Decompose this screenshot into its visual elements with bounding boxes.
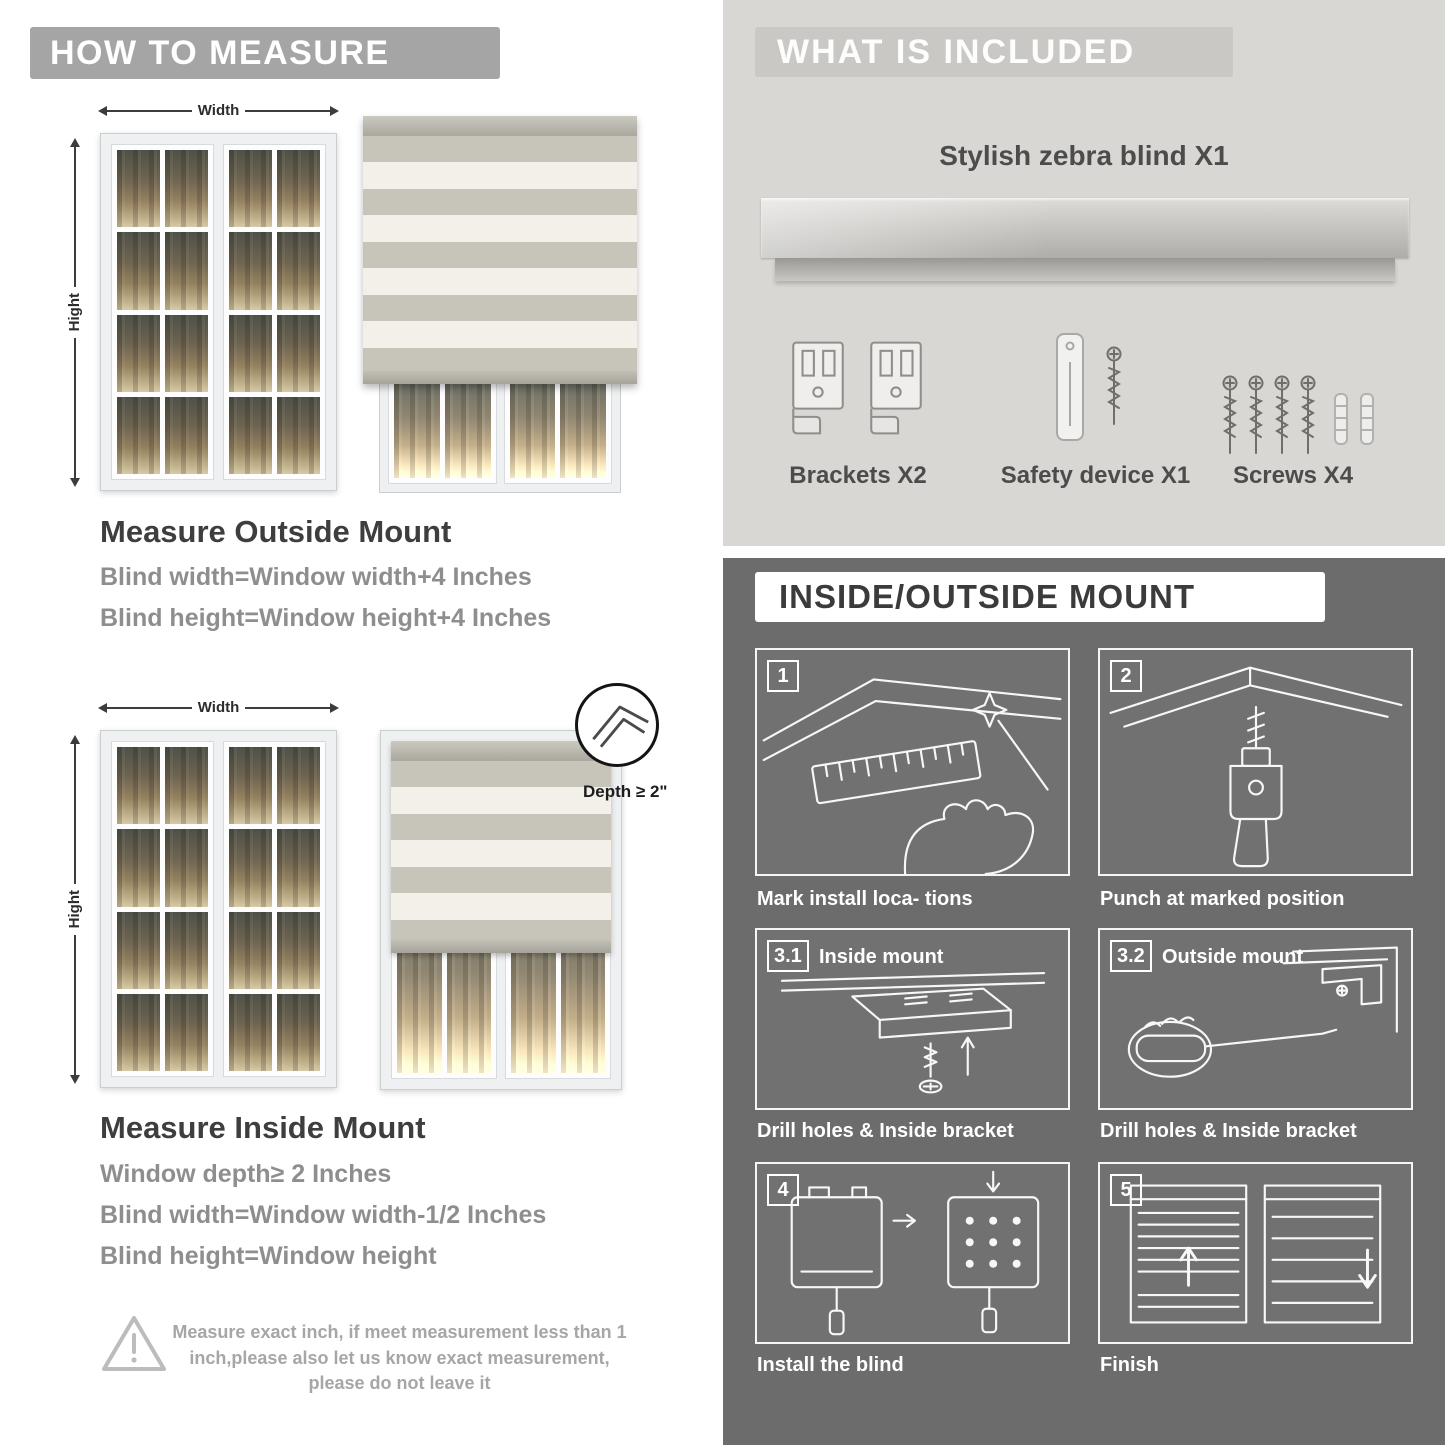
how-to-measure-header: HOW TO MEASURE bbox=[30, 27, 500, 79]
width-dimension-arrow: Width bbox=[98, 699, 339, 716]
blind-stripes bbox=[363, 136, 637, 371]
arrow-line bbox=[69, 137, 80, 288]
install-blind-illustration bbox=[790, 1170, 1040, 1336]
step-caption: Finish bbox=[1100, 1354, 1159, 1376]
warning-icon bbox=[102, 1316, 166, 1371]
zebra-blind bbox=[391, 741, 611, 953]
step-caption: Install the blind bbox=[757, 1354, 904, 1376]
inside-mount-rule: Blind width=Window width-1/2 Inches bbox=[100, 1201, 547, 1229]
step-number-badge: 5 bbox=[1110, 1174, 1142, 1206]
screw-icon bbox=[1106, 346, 1122, 425]
window-illustration bbox=[100, 133, 337, 491]
width-label: Width bbox=[197, 699, 240, 716]
screws-label: Screws X4 bbox=[1232, 462, 1354, 489]
inside-mount-title: Measure Inside Mount bbox=[100, 1110, 426, 1145]
window-illustration bbox=[100, 730, 337, 1088]
bracket-icon bbox=[792, 341, 844, 435]
arrow-line bbox=[69, 337, 80, 488]
step-panel-5: 5 bbox=[1098, 1162, 1413, 1344]
step-panel-3-1: 3.1 Inside mount bbox=[755, 928, 1070, 1110]
blind-cassette bbox=[363, 116, 637, 136]
height-dimension-arrow: Hight bbox=[66, 734, 83, 1085]
wall-anchor-icon bbox=[1334, 393, 1348, 445]
what-is-included-section: WHAT IS INCLUDED Stylish zebra blind X1 bbox=[723, 0, 1445, 546]
wall-anchor-icon bbox=[1360, 393, 1374, 445]
step-number-badge: 3.1 bbox=[767, 940, 809, 972]
inside-bracket-illustration bbox=[780, 971, 1046, 1094]
step-caption: Drill holes & Inside bracket bbox=[1100, 1120, 1357, 1142]
arrow-line bbox=[245, 105, 339, 116]
screw-icon bbox=[1274, 375, 1290, 454]
what-is-included-header: WHAT IS INCLUDED bbox=[755, 27, 1233, 77]
blind-bottom-rail bbox=[363, 371, 637, 384]
step-panel-2: 2 bbox=[1098, 648, 1413, 876]
step-panel-3-2: 3.2 Outside mount bbox=[1098, 928, 1413, 1110]
height-dimension-arrow: Hight bbox=[66, 137, 83, 488]
safety-device-icon bbox=[1056, 333, 1084, 441]
screw-icon bbox=[1248, 375, 1264, 454]
warning-text: Measure exact inch, if meet measurement … bbox=[172, 1322, 627, 1394]
inside-outside-mount-section: INSIDE/OUTSIDE MOUNT 1 Mark install loc bbox=[723, 558, 1445, 1445]
outside-mount-title: Measure Outside Mount bbox=[100, 514, 452, 549]
finish-blinds-illustration bbox=[1129, 1184, 1382, 1324]
product-label: Stylish zebra blind X1 bbox=[939, 140, 1229, 171]
window-sash bbox=[223, 741, 326, 1077]
bracket-icon bbox=[870, 341, 922, 435]
inside-mount-rule: Window depth≥ 2 Inches bbox=[100, 1160, 392, 1188]
zebra-blind bbox=[363, 116, 637, 384]
outside-mount-rule: Blind width=Window width+4 Inches bbox=[100, 563, 532, 591]
drill-illustration bbox=[1109, 666, 1403, 868]
width-dimension-arrow: Width bbox=[98, 102, 339, 119]
height-label: Hight bbox=[66, 890, 83, 929]
step-caption: Mark install loca- tions bbox=[757, 888, 973, 910]
step-number-badge: 2 bbox=[1110, 660, 1142, 692]
inside-mount-rule: Blind height=Window height bbox=[100, 1242, 437, 1270]
headrail-valance-illustration bbox=[775, 258, 1395, 281]
step-panel-4: 4 bbox=[755, 1162, 1070, 1344]
step-number-badge: 1 bbox=[767, 660, 799, 692]
zebra-blind-outside-mount-illustration bbox=[363, 116, 637, 493]
screw-icon bbox=[1222, 375, 1238, 454]
safety-device-label: Safety device X1 bbox=[1000, 462, 1191, 489]
brackets-label: Brackets X2 bbox=[789, 462, 927, 489]
window-sash bbox=[223, 144, 326, 480]
step-title: Outside mount bbox=[1162, 946, 1304, 968]
zebra-blind-inside-mount-illustration bbox=[380, 730, 622, 1090]
step-panel-1: 1 bbox=[755, 648, 1070, 876]
step-title: Inside mount bbox=[819, 946, 944, 968]
outside-mount-rule: Blind height=Window height+4 Inches bbox=[100, 604, 552, 632]
step-caption: Drill holes & Inside bracket bbox=[757, 1120, 1014, 1142]
inside-outside-mount-header: INSIDE/OUTSIDE MOUNT bbox=[755, 572, 1325, 622]
mark-location-illustration bbox=[762, 678, 1062, 874]
depth-callout bbox=[575, 683, 659, 767]
step-number-badge: 3.2 bbox=[1110, 940, 1152, 972]
screw-icon bbox=[1300, 375, 1316, 454]
depth-label: Depth ≥ 2" bbox=[583, 782, 668, 801]
window-sash bbox=[111, 144, 214, 480]
step-number-badge: 4 bbox=[767, 1174, 799, 1206]
window-sash bbox=[111, 741, 214, 1077]
width-label: Width bbox=[197, 102, 240, 119]
frame-corner-icon bbox=[592, 705, 649, 748]
step-caption: Punch at marked position bbox=[1100, 888, 1345, 910]
height-label: Hight bbox=[66, 293, 83, 332]
outside-bracket-illustration bbox=[1127, 946, 1398, 1078]
arrow-line bbox=[98, 105, 192, 116]
headrail-illustration bbox=[761, 198, 1409, 258]
